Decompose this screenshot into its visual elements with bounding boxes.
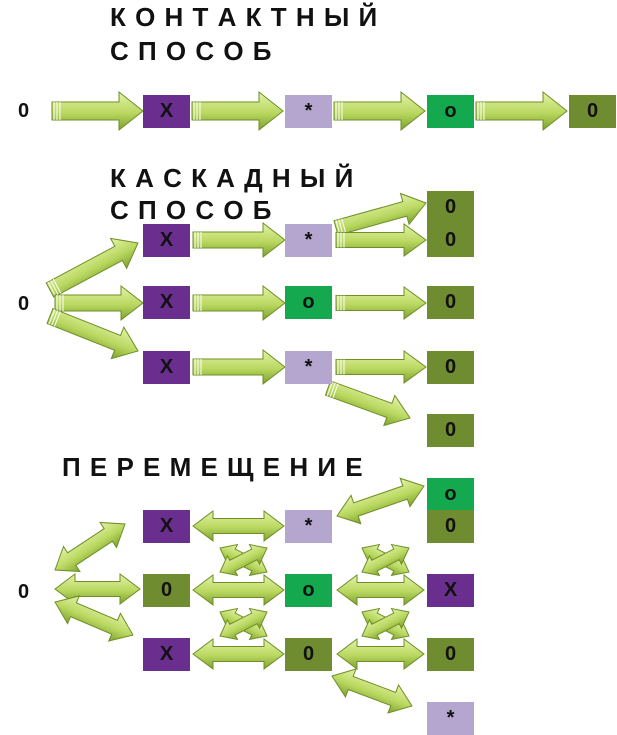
zero-box: 0 [427, 191, 474, 224]
arrow [192, 348, 286, 386]
x-box: X [143, 286, 190, 319]
start-zero: 0 [18, 293, 30, 315]
zero-box: 0 [285, 638, 332, 671]
x-box: X [143, 510, 190, 543]
double-arrow [336, 574, 425, 606]
double-arrow [192, 510, 285, 542]
arrow [335, 350, 427, 384]
star-box: * [285, 224, 332, 257]
x-box: X [427, 574, 474, 607]
double-arrow [361, 607, 410, 641]
double-arrow [336, 638, 425, 670]
double-arrow [336, 477, 425, 525]
start-zero: 0 [18, 581, 30, 603]
section-3-title: П Е Р Е М Е Щ Е Н И Е [62, 452, 364, 482]
x-box: X [143, 638, 190, 671]
star-box: * [285, 95, 332, 128]
zero-box: 0 [569, 95, 616, 128]
double-arrow [331, 668, 413, 714]
double-arrow [192, 638, 285, 670]
arrow [333, 90, 426, 132]
arrow [192, 221, 286, 259]
arrow [335, 286, 427, 320]
start-zero: 0 [18, 100, 30, 122]
arrow [192, 284, 286, 322]
zero-box: 0 [427, 638, 474, 671]
arrow [54, 284, 144, 322]
star-box: * [427, 702, 474, 735]
zero-box: 0 [143, 574, 190, 607]
double-arrow [54, 595, 134, 642]
star-box: * [285, 510, 332, 543]
o-box: o [285, 574, 332, 607]
arrow [335, 223, 427, 257]
o-box: o [285, 286, 332, 319]
section-2-title-line2: С П О С О Б [110, 195, 273, 225]
zero-box: 0 [427, 351, 474, 384]
zero-box: 0 [427, 286, 474, 319]
zero-box: 0 [427, 510, 474, 543]
double-arrow [219, 543, 268, 577]
o-box: o [427, 95, 474, 128]
zero-box: 0 [427, 224, 474, 257]
o-box: o [427, 478, 474, 511]
double-arrow [219, 607, 268, 641]
arrow [324, 380, 411, 427]
double-arrow [361, 543, 410, 577]
arrow [46, 307, 139, 360]
x-box: X [143, 224, 190, 257]
arrow [51, 90, 144, 132]
double-arrow [54, 521, 126, 573]
arrow [45, 237, 139, 298]
section-1-title-line1: К О Н Т А К Т Н Ы Й [110, 2, 379, 32]
section-2-title-line1: К А С К А Д Н Ы Й [110, 163, 355, 193]
arrow [191, 90, 284, 132]
arrow [475, 90, 568, 132]
double-arrow [192, 574, 285, 606]
x-box: X [143, 351, 190, 384]
section-1-title-line2: С П О С О Б [110, 36, 273, 66]
zero-box: 0 [427, 414, 474, 447]
star-box: * [285, 351, 332, 384]
x-box: X [143, 95, 190, 128]
